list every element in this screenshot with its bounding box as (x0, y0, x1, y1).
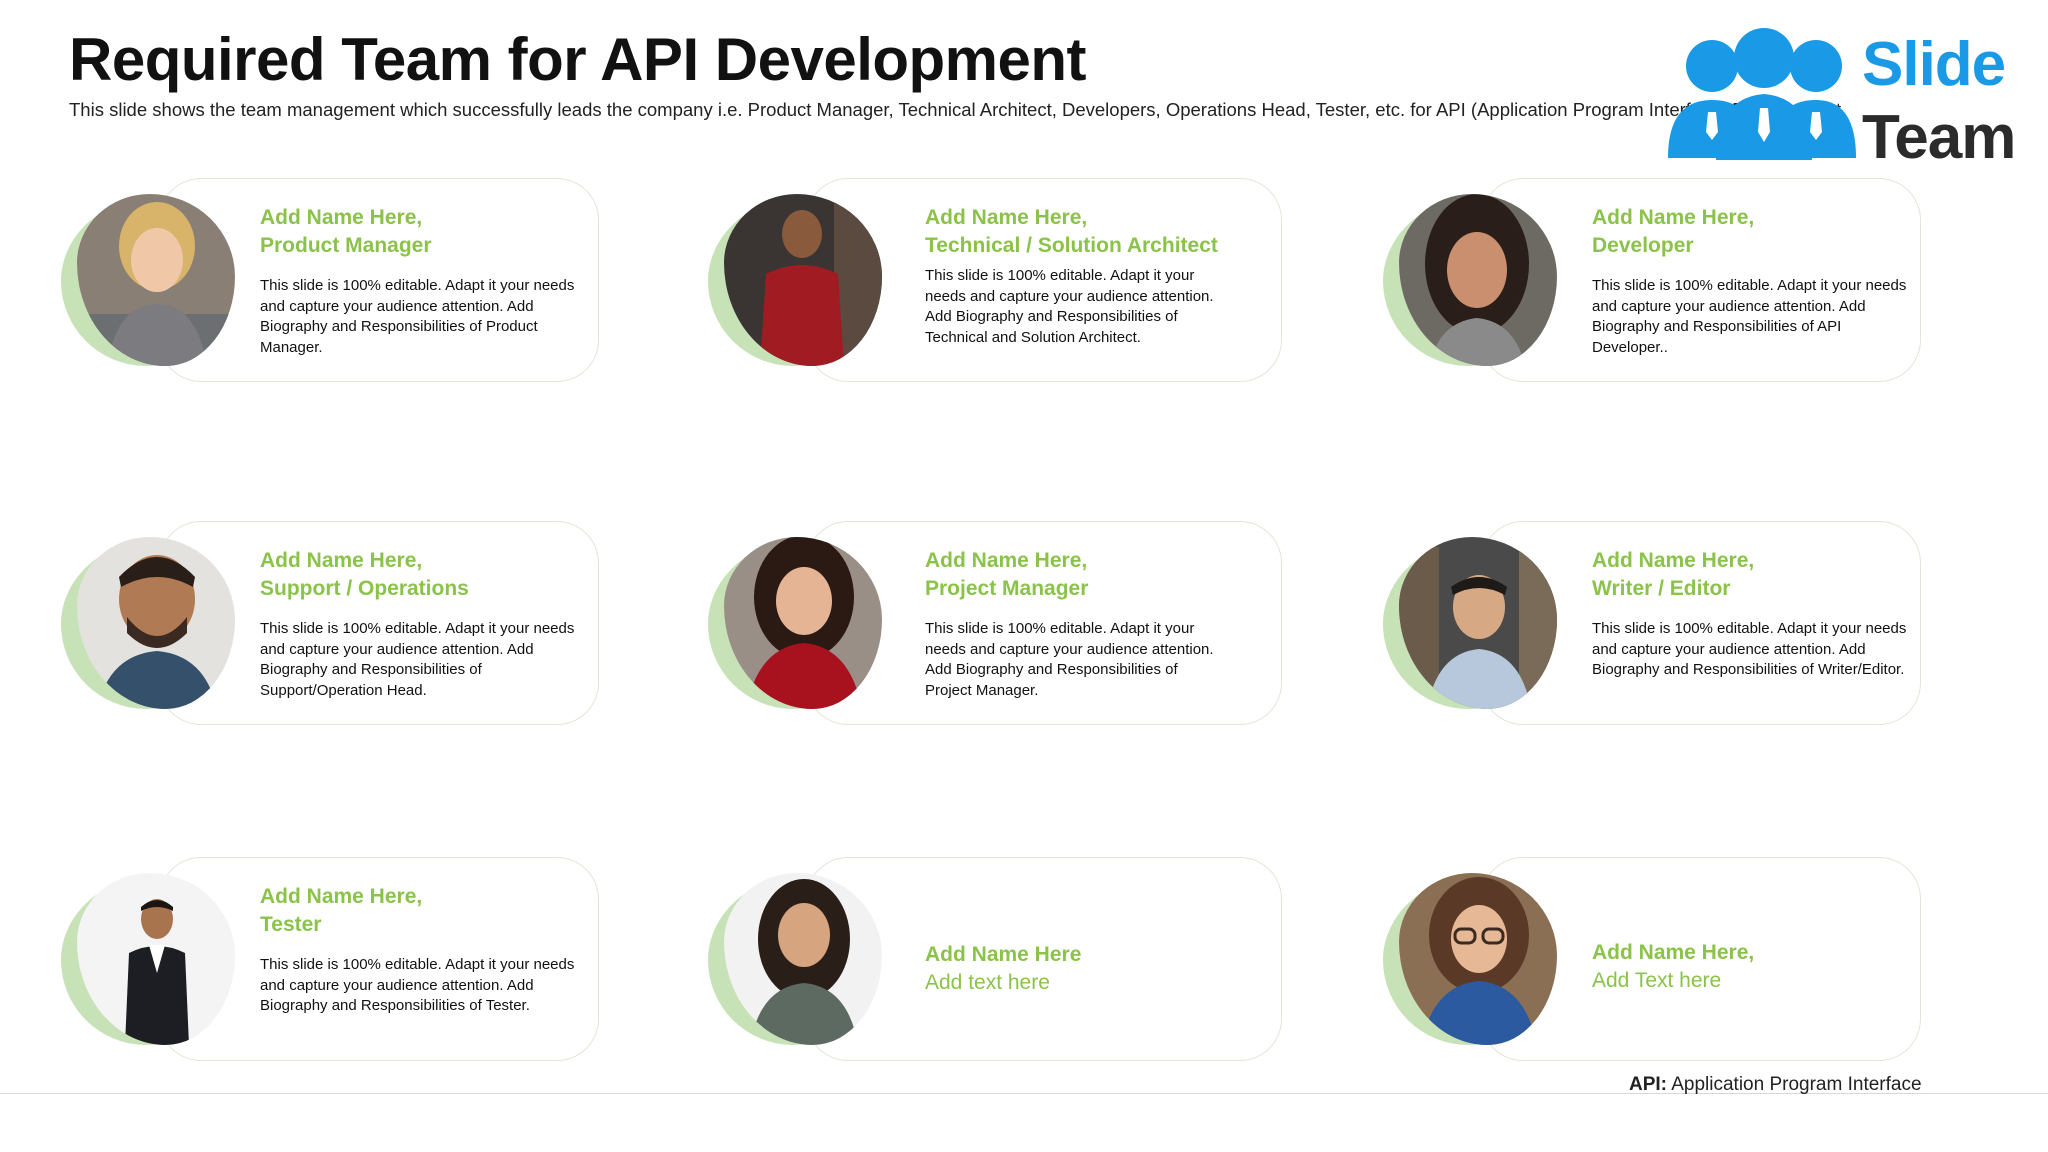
member-name-role: Add Name Here Add text here (925, 941, 1081, 997)
team-member-card[interactable]: Add Name Here Add text here (708, 857, 1282, 1067)
member-role: Add Text here (1592, 969, 1722, 992)
member-name-role: Add Name Here, Add Text here (1592, 939, 1754, 995)
avatar (77, 194, 235, 366)
member-description: This slide is 100% editable. Adapt it yo… (1592, 620, 1907, 678)
team-member-card[interactable]: Add Name Here, Project Manager This slid… (708, 521, 1282, 731)
member-name: Add Name Here, (260, 206, 423, 229)
avatar (724, 194, 882, 366)
member-description: This slide is 100% editable. Adapt it yo… (925, 267, 1214, 346)
member-role: Add text here (925, 971, 1050, 994)
avatar (1399, 194, 1557, 366)
logo-text-slide: Slide (1862, 30, 2006, 99)
member-name: Add Name Here, (925, 206, 1088, 229)
team-member-card[interactable]: Add Name Here, Product Manager This slid… (61, 178, 621, 388)
member-name: Add Name Here, (260, 885, 423, 908)
member-name-role: Add Name Here, Tester (260, 883, 422, 939)
card-frame (159, 521, 599, 725)
page-title: Required Team for API Development (69, 26, 1087, 93)
member-name-role: Add Name Here, Support / Operations (260, 547, 469, 603)
footer-definition: Application Program Interface (1667, 1074, 1922, 1095)
team-member-card[interactable]: Add Name Here, Technical / Solution Arch… (708, 178, 1282, 388)
member-name-role: Add Name Here, Project Manager (925, 547, 1088, 603)
member-name-role: Add Name Here, Developer (1592, 204, 1754, 260)
logo-text-team: Team (1862, 103, 2016, 172)
card-frame (806, 857, 1282, 1061)
team-member-card[interactable]: Add Name Here, Writer / Editor This slid… (1383, 521, 1943, 731)
avatar (724, 873, 882, 1045)
member-name-role: Add Name Here, Product Manager (260, 204, 432, 260)
member-name: Add Name Here, (925, 549, 1088, 572)
avatar (1399, 873, 1557, 1045)
member-role: Product Manager (260, 234, 432, 257)
page-subtitle: This slide shows the team management whi… (69, 99, 1847, 120)
member-description: This slide is 100% editable. Adapt it yo… (925, 620, 1214, 699)
avatar (77, 537, 235, 709)
footer-divider (0, 1093, 2048, 1094)
team-member-card[interactable]: Add Name Here, Developer This slide is 1… (1383, 178, 1943, 388)
team-member-card[interactable]: Add Name Here, Support / Operations This… (61, 521, 621, 731)
member-name-role: Add Name Here, Writer / Editor (1592, 547, 1754, 603)
member-role: Support / Operations (260, 577, 469, 600)
member-role: Project Manager (925, 577, 1089, 600)
member-description: This slide is 100% editable. Adapt it yo… (1592, 277, 1907, 356)
avatar (77, 873, 235, 1045)
member-role: Writer / Editor (1592, 577, 1731, 600)
member-name: Add Name Here (925, 943, 1082, 966)
member-description: This slide is 100% editable. Adapt it yo… (260, 956, 575, 1014)
footer-note: API: Application Program Interface (1629, 1072, 1922, 1098)
footer-abbr: API: (1629, 1074, 1667, 1095)
member-description: This slide is 100% editable. Adapt it yo… (260, 277, 575, 356)
member-name: Add Name Here, (1592, 206, 1755, 229)
member-description: This slide is 100% editable. Adapt it yo… (260, 620, 575, 699)
member-name: Add Name Here, (1592, 549, 1755, 572)
team-member-card[interactable]: Add Name Here, Tester This slide is 100%… (61, 857, 621, 1067)
avatar (724, 537, 882, 709)
slideteam-logo-icon (1668, 28, 1856, 160)
member-role: Tester (260, 913, 322, 936)
member-name: Add Name Here, (260, 549, 423, 572)
team-member-card[interactable]: Add Name Here, Add Text here (1383, 857, 1943, 1067)
card-frame (806, 178, 1282, 382)
card-frame (806, 521, 1282, 725)
member-role: Technical / Solution Architect (925, 234, 1218, 257)
member-role: Developer (1592, 234, 1694, 257)
member-name: Add Name Here, (1592, 941, 1755, 964)
member-name-role: Add Name Here, Technical / Solution Arch… (925, 204, 1218, 260)
